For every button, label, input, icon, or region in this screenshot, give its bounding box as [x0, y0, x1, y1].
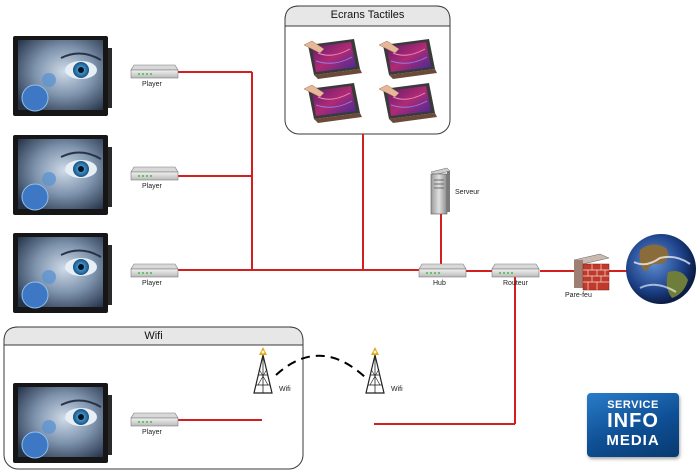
- display-screen-3: [12, 232, 113, 314]
- hub-device: [418, 263, 467, 278]
- wifi-group-title: Wifi: [144, 330, 163, 342]
- player-device-1: [130, 64, 179, 79]
- hub-label: Hub: [433, 280, 446, 287]
- service-info-media-logo: SERVICE INFO MEDIA: [587, 393, 679, 457]
- player-device-2: [130, 166, 179, 181]
- player-device-wifi: [130, 412, 179, 427]
- router-device: [491, 263, 540, 278]
- wireless-link: [275, 354, 367, 379]
- internet-globe-icon: [626, 234, 696, 304]
- display-screen-1: [12, 35, 113, 117]
- wifi-antenna-icon-2: [365, 346, 385, 394]
- display-screen-2: [12, 134, 113, 216]
- firewall-icon: [573, 253, 610, 291]
- network-links: [178, 71, 628, 425]
- player-device-3: [130, 263, 179, 278]
- display-screen-wifi: [12, 382, 113, 464]
- server-label: Serveur: [455, 189, 480, 196]
- player-label-3: Player: [142, 280, 162, 287]
- wifi-label-2: Wifi: [391, 386, 403, 393]
- wifi-label-1: Wifi: [279, 386, 291, 393]
- player-label-1: Player: [142, 81, 162, 88]
- touchscreens-group-title: Ecrans Tactiles: [330, 9, 405, 21]
- player-label-2: Player: [142, 183, 162, 190]
- player-label-wifi: Player: [142, 429, 162, 436]
- server-icon: [430, 167, 451, 215]
- router-label: Routeur: [503, 280, 528, 287]
- firewall-label: Pare-feu: [565, 292, 592, 299]
